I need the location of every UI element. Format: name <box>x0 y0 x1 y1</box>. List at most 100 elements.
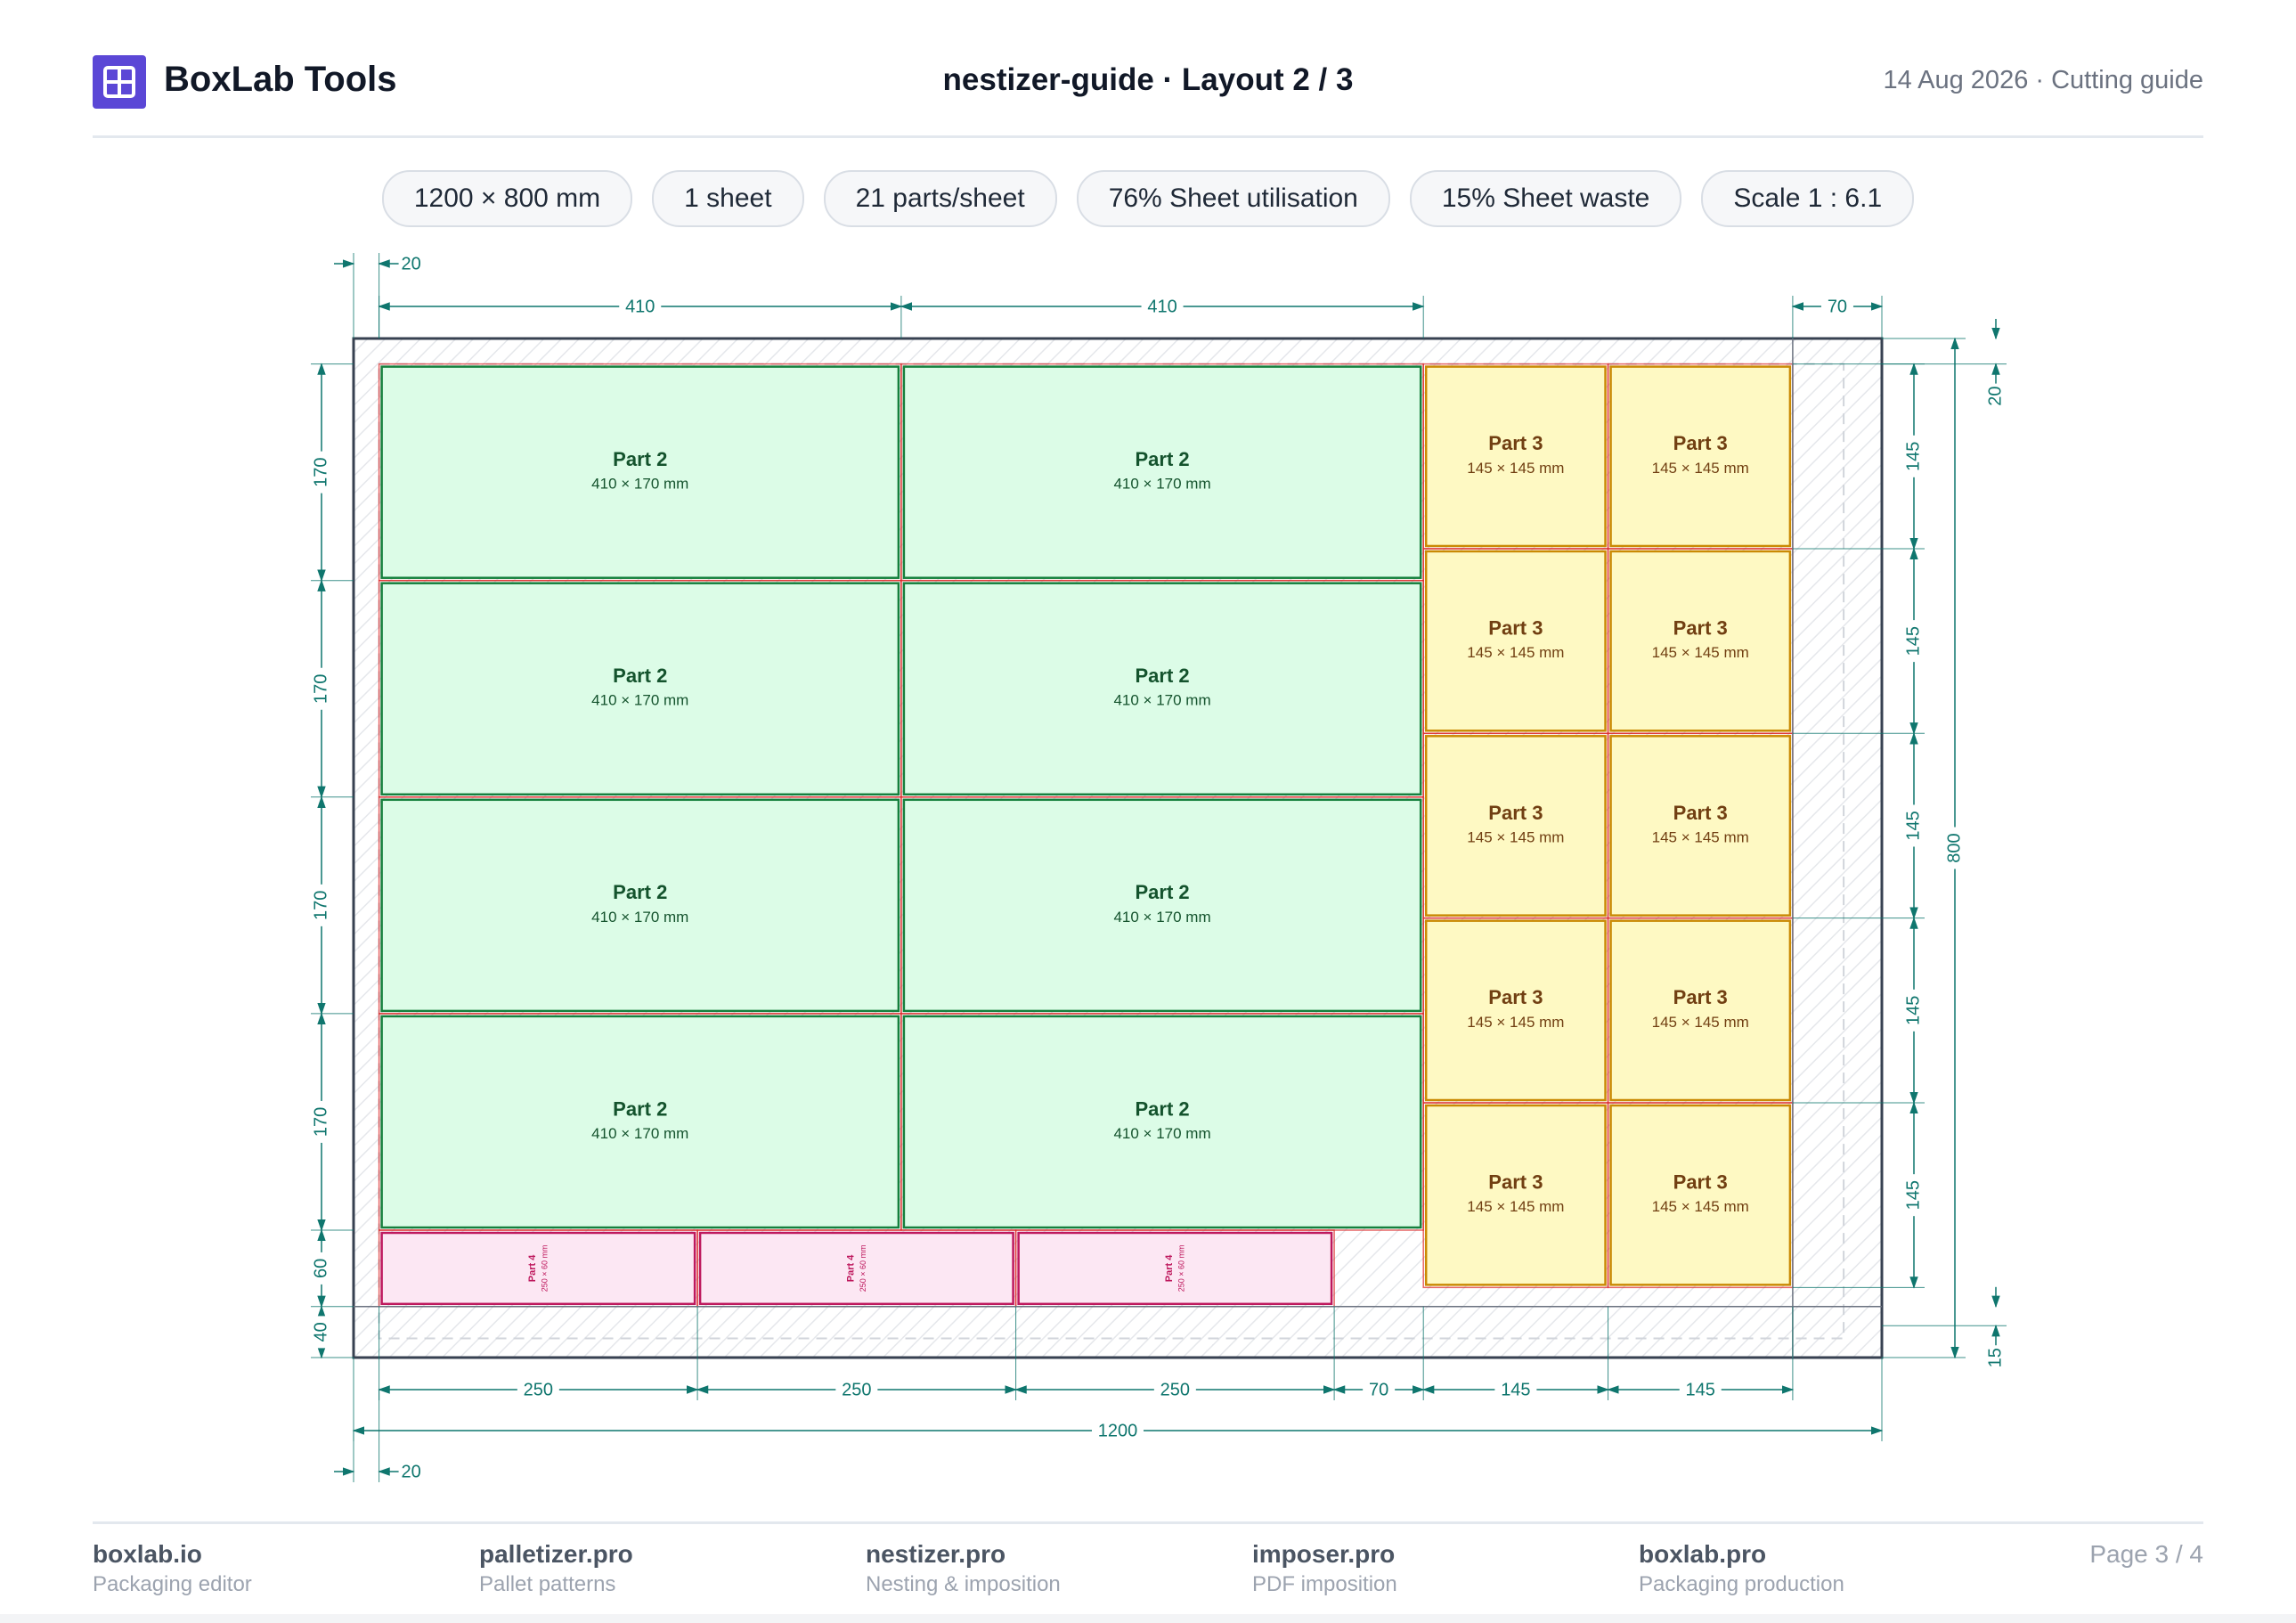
part3: Part 3 145 × 145 mm <box>1607 1102 1794 1289</box>
part2-label: Part 2 <box>1135 1097 1189 1120</box>
dim-bottom-1: 250 <box>696 1379 1017 1400</box>
dim-bottom-4-label: 145 <box>1501 1380 1530 1399</box>
footer-link-name[interactable]: nestizer.pro <box>866 1540 1006 1568</box>
dim-left-3-label: 170 <box>311 1107 330 1137</box>
dim-left-1: 170 <box>311 579 332 799</box>
sheet-outline <box>352 337 1884 1359</box>
grid-icon[interactable] <box>93 55 146 109</box>
part2-shape <box>380 1015 900 1229</box>
part2-shape <box>902 1015 1422 1229</box>
dim-bottom-5-label: 145 <box>1686 1380 1715 1399</box>
footer-link-boxlab-io[interactable]: boxlab.io Packaging editor <box>93 1538 252 1599</box>
part3-label: Part 3 <box>1488 1170 1543 1193</box>
page-number: Page 3 / 4 <box>2089 1540 2203 1568</box>
dim-right-0-label: 145 <box>1903 442 1923 471</box>
footer-link-name[interactable]: imposer.pro <box>1252 1540 1396 1568</box>
part3-label: Part 3 <box>1488 616 1543 639</box>
part3-shape <box>1609 550 1792 732</box>
dim-right-3-label: 145 <box>1903 996 1923 1025</box>
part4-shape <box>1017 1231 1333 1306</box>
part4-label: Part 4 <box>527 1254 538 1282</box>
dim-bottom-total: 1200 <box>352 1420 1884 1441</box>
part2-label: Part 2 <box>1135 881 1189 903</box>
part3-label: Part 3 <box>1673 1170 1728 1193</box>
part3-size: 145 × 145 mm <box>1652 1014 1749 1031</box>
stats-bar: 1200 × 800 mm 1 sheet 21 parts/sheet 76%… <box>0 170 2296 227</box>
part3-shape <box>1609 365 1792 548</box>
dim-right-1-label: 145 <box>1903 626 1923 656</box>
part2-label: Part 2 <box>1135 665 1189 687</box>
dim-left-5: 40 <box>311 1305 332 1359</box>
part3-size: 145 × 145 mm <box>1652 460 1749 477</box>
dim-right-total-label: 800 <box>1944 833 1964 862</box>
footer-link-palletizer[interactable]: palletizer.pro Pallet patterns <box>479 1538 633 1599</box>
dim-left-0-label: 170 <box>311 457 330 486</box>
stat-sheet-count: 1 sheet <box>652 170 804 227</box>
dim-left-0: 170 <box>311 363 332 583</box>
dim-bottom-3-label: 70 <box>1369 1380 1388 1399</box>
part3: Part 3 145 × 145 mm <box>1422 363 1609 550</box>
dim-bottom-0-label: 250 <box>524 1380 553 1399</box>
footer-link-desc: Packaging editor <box>93 1572 252 1596</box>
part4-label: Part 4 <box>846 1254 857 1282</box>
part3: Part 3 145 × 145 mm <box>1422 732 1609 919</box>
dim-right-2: 145 <box>1903 731 1925 920</box>
footer-link-name[interactable]: boxlab.pro <box>1639 1540 1767 1568</box>
dim-bottom-2: 250 <box>1014 1379 1336 1400</box>
dim-top-right-margin: 70 <box>1791 296 1884 317</box>
footer-link-name[interactable]: palletizer.pro <box>479 1540 633 1568</box>
dim-bottom-1-label: 250 <box>842 1380 871 1399</box>
part2-size: 410 × 170 mm <box>591 909 688 926</box>
part3-size: 145 × 145 mm <box>1467 460 1564 477</box>
part3-shape <box>1424 365 1607 548</box>
dim-bottom-3: 70 <box>1332 1379 1425 1400</box>
part3-label: Part 3 <box>1488 986 1543 1008</box>
part3-size: 145 × 145 mm <box>1467 828 1564 845</box>
part3-shape <box>1424 1104 1607 1286</box>
part3-label: Part 3 <box>1488 802 1543 824</box>
part3-size: 145 × 145 mm <box>1652 828 1749 845</box>
footer-link-nestizer[interactable]: nestizer.pro Nesting & imposition <box>866 1538 1061 1599</box>
brand-name[interactable]: BoxLab Tools <box>164 60 397 99</box>
footer-link-name[interactable]: boxlab.io <box>93 1540 202 1568</box>
part2-label: Part 2 <box>613 448 667 470</box>
dim-left-5-label: 40 <box>311 1322 330 1342</box>
part3-label: Part 3 <box>1488 432 1543 454</box>
part3-shape <box>1609 919 1792 1102</box>
dim-top-0: 410 <box>378 296 903 317</box>
dim-top-0-label: 410 <box>625 297 655 316</box>
footer-link-boxlab-pro[interactable]: boxlab.pro Packaging production <box>1639 1538 1844 1599</box>
part2-shape <box>902 582 1422 796</box>
part2-shape <box>902 798 1422 1013</box>
part3-size: 145 × 145 mm <box>1467 1198 1564 1215</box>
footer-link-imposer[interactable]: imposer.pro PDF imposition <box>1252 1538 1397 1599</box>
part2-label: Part 2 <box>1135 448 1189 470</box>
part4-label: Part 4 <box>1164 1254 1175 1282</box>
page-header: BoxLab Tools nestizer-guide · Layout 2 /… <box>93 52 2203 138</box>
page-title: nestizer-guide · Layout 2 / 3 <box>942 62 1354 97</box>
dim-left-4: 60 <box>311 1228 332 1309</box>
part3-size: 145 × 145 mm <box>1652 1198 1749 1215</box>
dim-bottom-2-label: 250 <box>1160 1380 1190 1399</box>
bottom-strip <box>0 1614 2296 1623</box>
stat-utilisation: 76% Sheet utilisation <box>1076 170 1390 227</box>
dim-left-2-label: 170 <box>311 891 330 920</box>
dim-right-4-label: 145 <box>1903 1180 1923 1210</box>
part3-label: Part 3 <box>1673 616 1728 639</box>
dim-top-right-margin-label: 70 <box>1828 297 1847 316</box>
part3: Part 3 145 × 145 mm <box>1422 1102 1609 1289</box>
dim-top-1-label: 410 <box>1147 297 1176 316</box>
